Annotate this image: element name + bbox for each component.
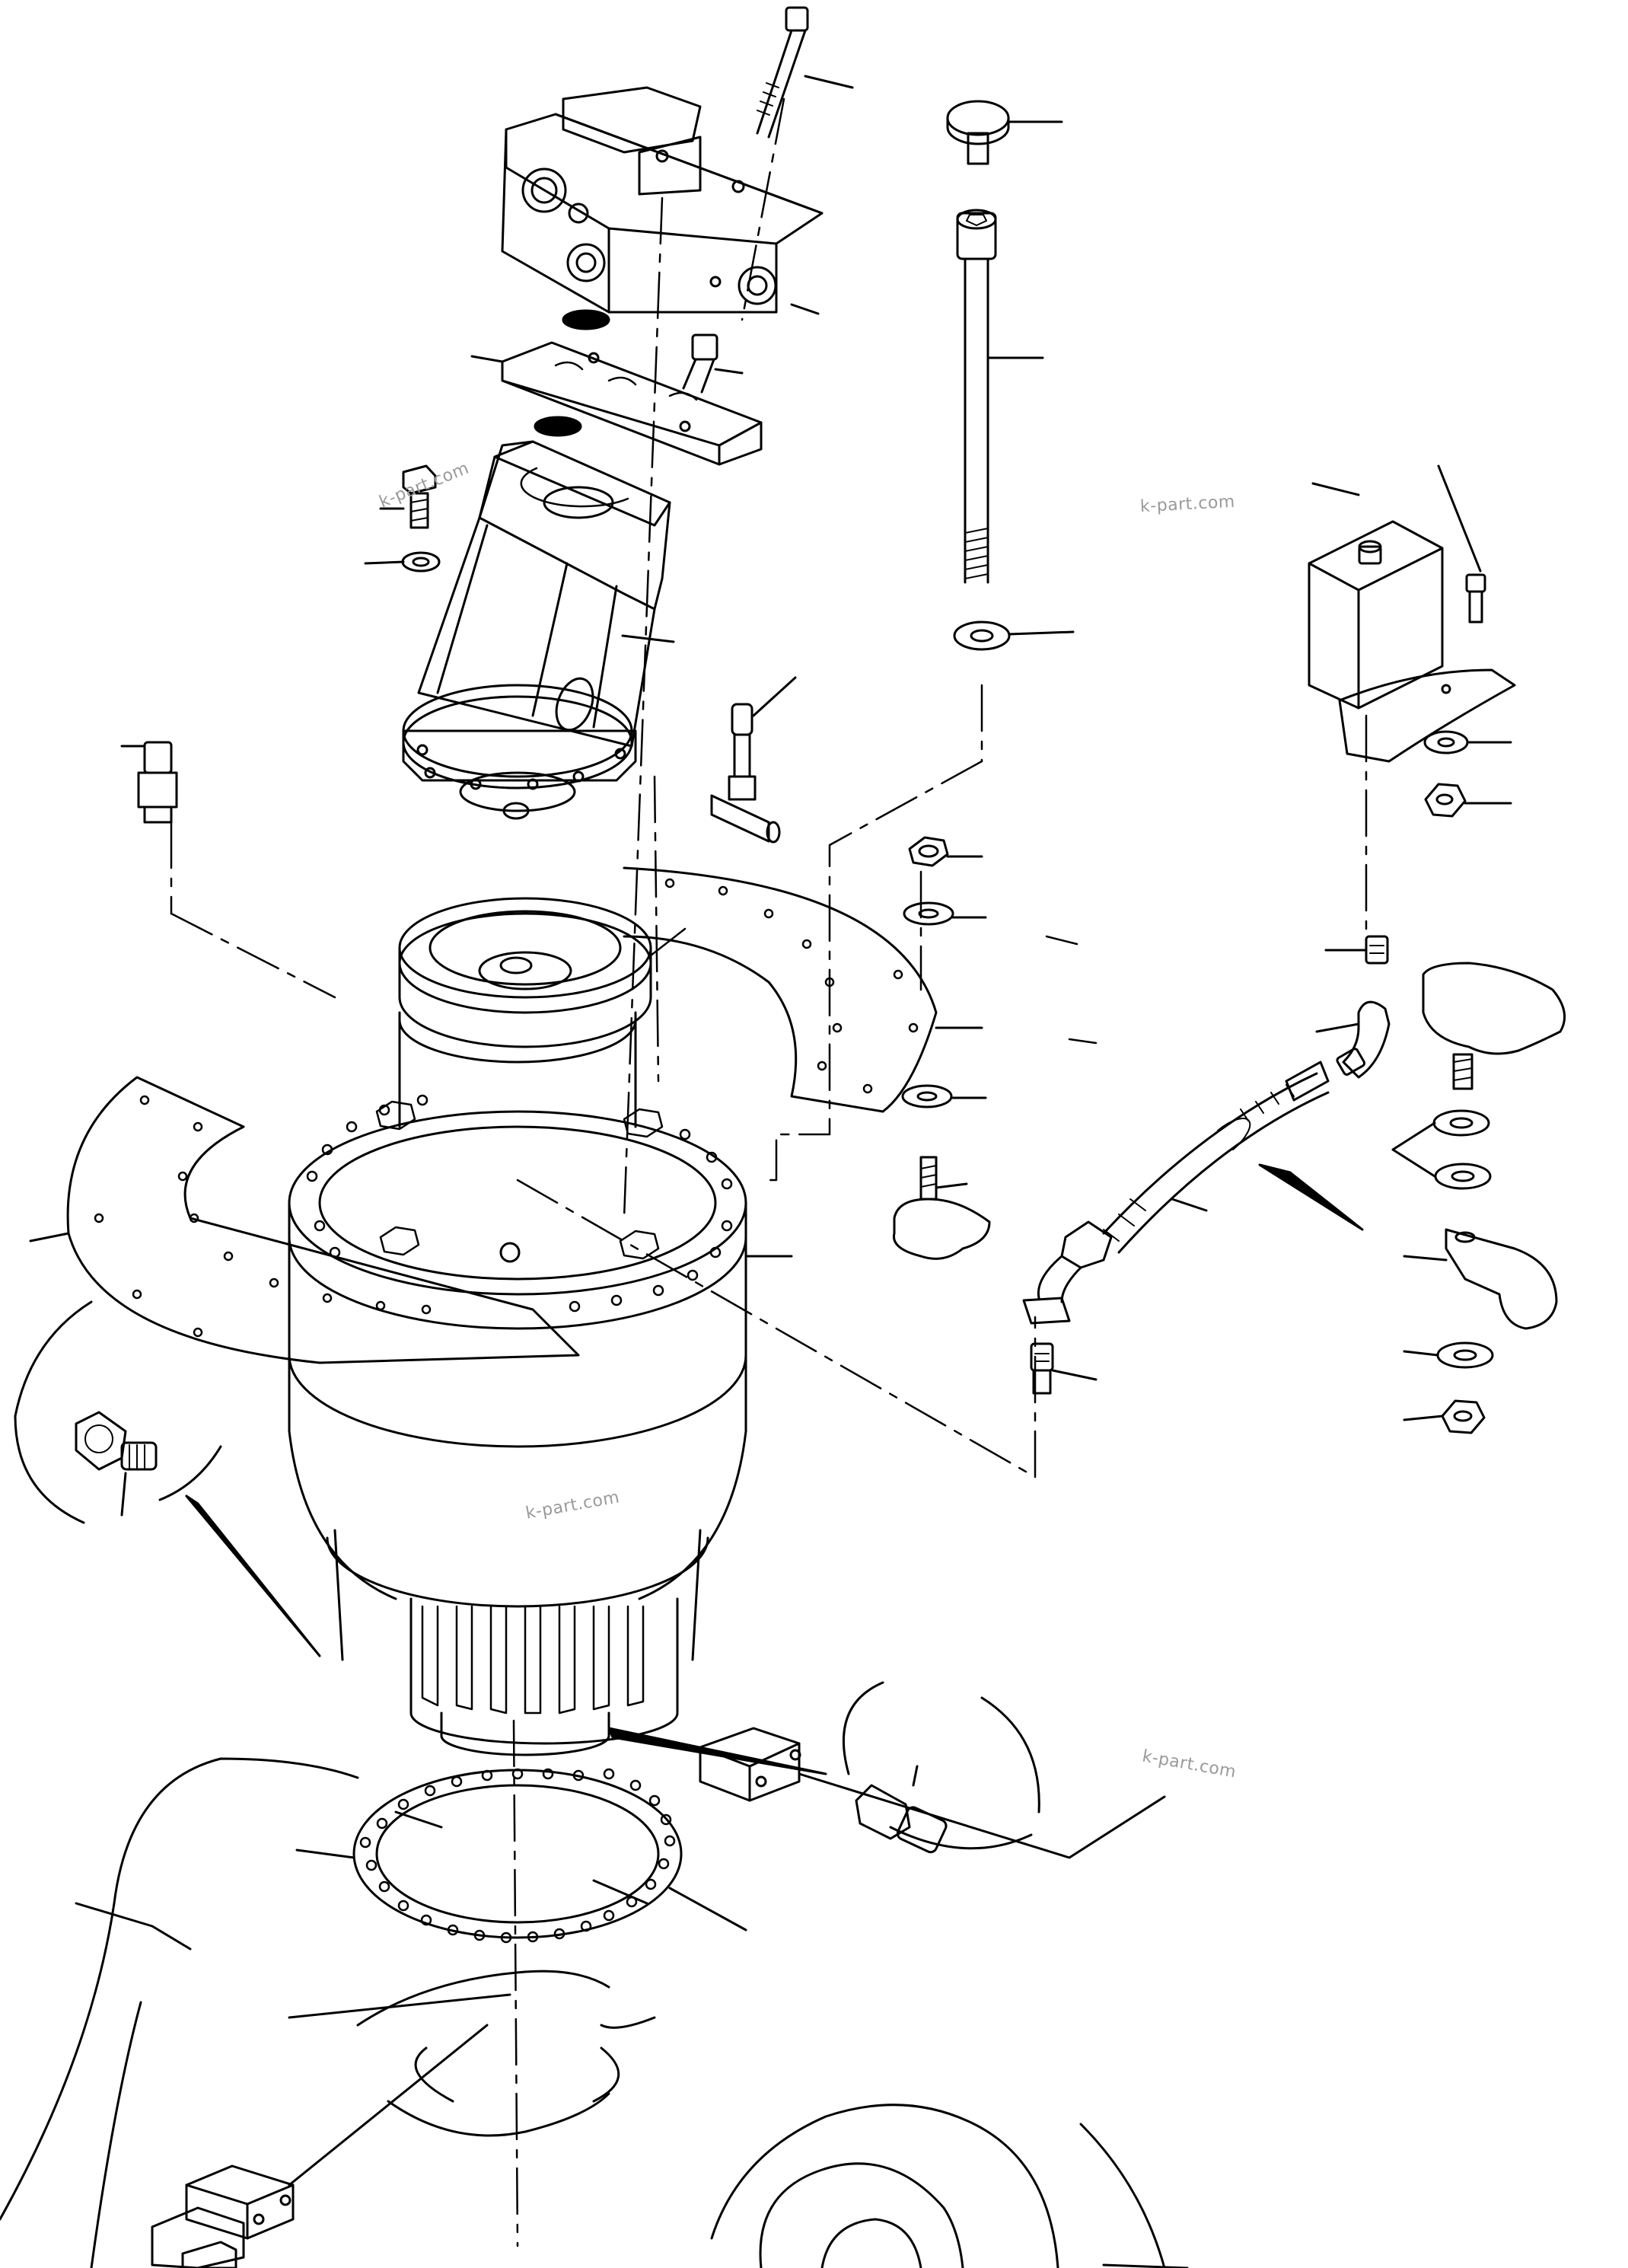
o-ring (534, 309, 610, 437)
washer (1391, 1109, 1492, 1190)
pointer-arrow (1258, 1163, 1364, 1231)
knob (892, 1156, 991, 1260)
hose-assembly (1022, 1061, 1330, 1325)
long-tie-bolt (956, 209, 1044, 584)
revolving-frame (0, 1757, 1189, 2268)
center-lines (170, 97, 1368, 2247)
motor-valve-block (501, 86, 824, 315)
washer (1423, 730, 1512, 754)
nut (908, 836, 983, 867)
bearing-ring (295, 1768, 747, 1944)
hydraulic-motor (402, 440, 675, 820)
pinion (409, 1597, 679, 1756)
hex-bolt-heads (375, 1100, 664, 1260)
drain-plug (75, 1411, 158, 1471)
drain-plug-detail (14, 1300, 222, 1524)
motor-plate (470, 341, 763, 466)
washer (901, 901, 987, 1108)
valve-socket-bolt (756, 6, 854, 139)
mounting-bolt (379, 464, 437, 529)
tee-fitting (710, 676, 797, 844)
tank-bolt (1437, 464, 1486, 624)
lock-washer (364, 551, 441, 573)
pointer-arrow (185, 1494, 321, 1657)
leader-lines (649, 927, 1098, 1045)
nut (1403, 1399, 1486, 1434)
swing-reducer (288, 897, 793, 1661)
frame-block (151, 2164, 295, 2268)
knob (1422, 962, 1566, 1090)
plate-socket-bolt (682, 333, 744, 394)
elbow-fitting (1030, 1342, 1098, 1395)
drain-plug (855, 1765, 948, 1854)
nut (1424, 783, 1512, 818)
hose-clamp (1403, 1228, 1558, 1330)
side-fitting-detail (843, 1681, 1040, 1854)
elbow-fitting (1315, 935, 1391, 1079)
cap-nut (946, 100, 1063, 165)
washer (1403, 1341, 1494, 1369)
tie-bolt-washer (953, 620, 1075, 651)
frame-block (699, 1727, 1166, 1859)
grease-tank (1308, 482, 1516, 763)
side-cover-gasket (29, 866, 983, 1364)
breather-plug (120, 741, 178, 824)
